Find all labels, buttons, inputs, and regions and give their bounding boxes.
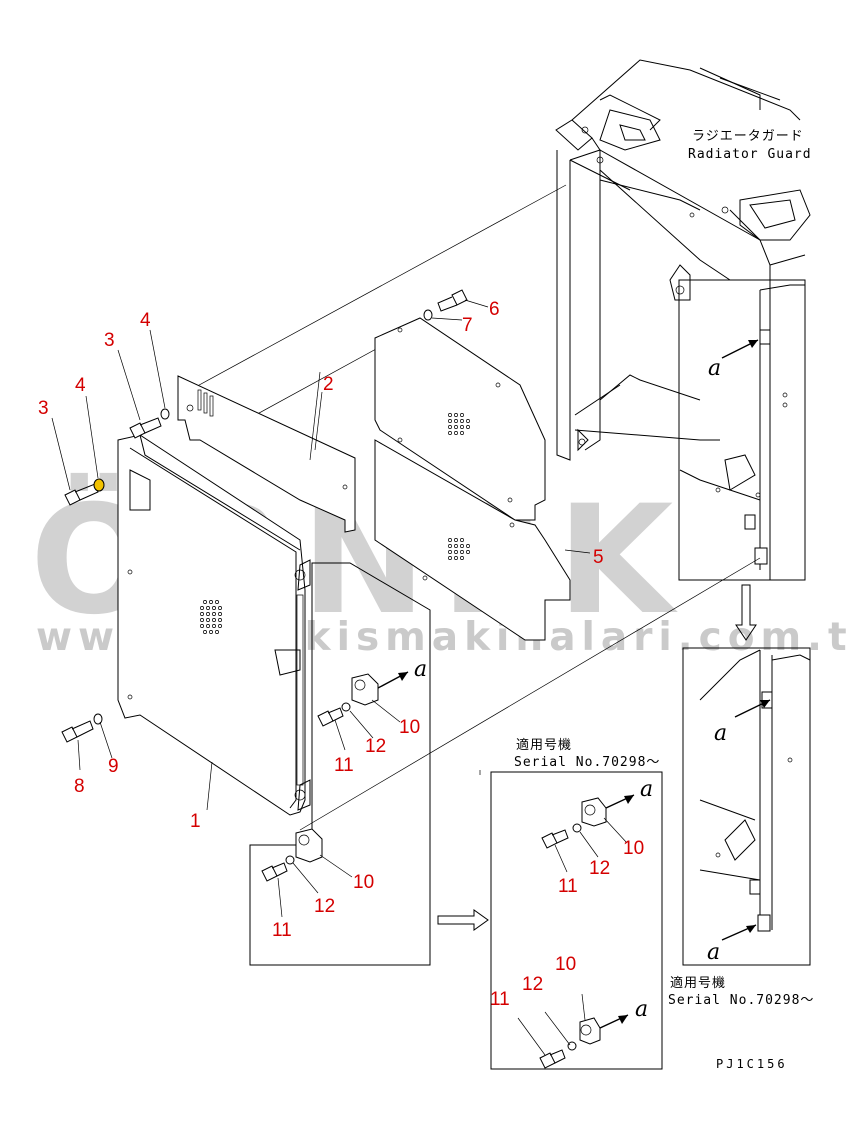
callout-12b: 12: [314, 896, 335, 917]
callout-4a: 4: [75, 375, 86, 396]
main-panel-perforations: [200, 600, 222, 634]
perforated-panel-5: [374, 317, 571, 641]
bolt-6: [437, 289, 468, 312]
callout-11a: 11: [334, 755, 354, 776]
bolt-3b: [129, 417, 162, 439]
callout-11d: 11: [490, 989, 510, 1010]
view-letter-a-6: a: [635, 997, 648, 1022]
callout-11b: 11: [272, 920, 292, 941]
washer-7: [423, 309, 433, 321]
arrow-right: [437, 909, 489, 931]
bracket-plate-2: [177, 371, 356, 533]
serial-note-left-en: Serial No.70298～: [514, 755, 660, 770]
callout-10d: 10: [555, 954, 576, 975]
arrow-down: [735, 584, 757, 641]
view-letter-a-1: a: [708, 356, 721, 381]
callout-12a: 12: [365, 736, 386, 757]
serial-detail-box: [490, 771, 663, 1070]
washer-4b: [160, 408, 170, 420]
callout-8: 8: [74, 776, 85, 797]
callout-10c: 10: [623, 838, 644, 859]
callout-9: 9: [108, 756, 119, 777]
callout-2: 2: [323, 374, 334, 395]
callout-10b: 10: [353, 872, 374, 893]
detail-box-lower-right: [682, 647, 811, 966]
callout-11c: 11: [558, 876, 578, 897]
callout-7: 7: [462, 315, 473, 336]
view-letter-a-7: a: [312, 817, 325, 842]
washer-4a: [93, 478, 105, 492]
bolt-8: [61, 720, 94, 743]
callout-3a: 3: [38, 398, 49, 419]
hinge-detail-box: [249, 562, 431, 966]
view-letter-a-4: a: [707, 940, 720, 965]
serial-note-right-jp: 適用号機: [670, 975, 726, 991]
view-letter-a-5: a: [640, 777, 653, 802]
callout-12c: 12: [589, 858, 610, 879]
callout-12d: 12: [522, 974, 543, 995]
view-letter-a-3: a: [714, 721, 727, 746]
callout-6: 6: [489, 299, 500, 320]
serial-note-right-en: Serial No.70298～: [668, 993, 814, 1008]
callout-4b: 4: [140, 310, 151, 331]
view-letter-a-2: a: [414, 657, 427, 682]
serial-note-left-jp: 適用号機: [516, 737, 572, 753]
washer-9: [93, 713, 103, 725]
title-english: Radiator Guard: [688, 147, 812, 162]
bolt-11a: [317, 707, 344, 727]
detail-box-upper-right: [678, 279, 806, 581]
main-panel-1: [117, 434, 311, 816]
callout-5: 5: [593, 547, 604, 568]
title-japanese: ラジエータガード: [692, 129, 804, 144]
bolt-11b: [261, 862, 288, 882]
perforation-pattern: [448, 413, 470, 560]
callout-10a: 10: [399, 717, 420, 738]
callout-1: 1: [190, 811, 201, 832]
callout-3b: 3: [104, 330, 115, 351]
callout-leaders: [51, 299, 628, 918]
drawing-reference: PJ1C156: [716, 1057, 788, 1071]
